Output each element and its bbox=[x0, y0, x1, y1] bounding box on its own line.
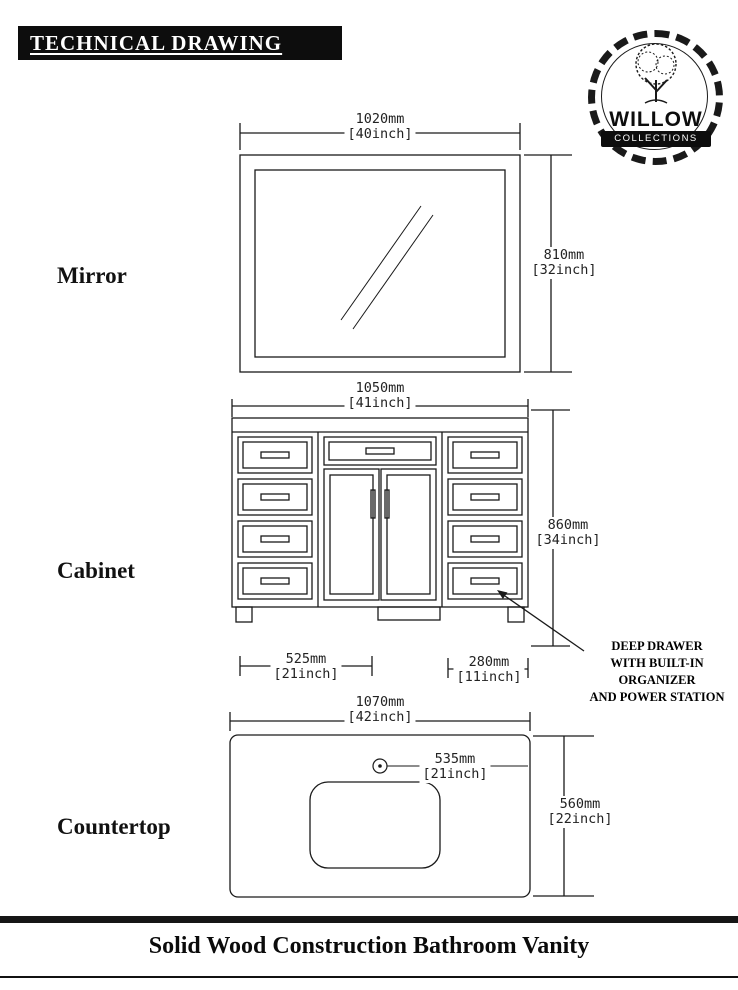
page-title-bar: TECHNICAL DRAWING bbox=[18, 26, 342, 60]
countertop-width-dimension: 1070mm [42inch] bbox=[344, 694, 416, 726]
cabinet-right-width-dimension: 280mm [11inch] bbox=[453, 654, 525, 686]
dimension-inch: [11inch] bbox=[456, 669, 522, 685]
dimension-mm: 1050mm bbox=[355, 380, 405, 396]
rope-ring-icon bbox=[588, 30, 723, 165]
dimension-inch: [22inch] bbox=[547, 811, 613, 827]
cabinet-width-dimension: 1050mm [41inch] bbox=[344, 380, 416, 412]
callout-line: DEEP DRAWER bbox=[611, 639, 703, 653]
cabinet-section-label: Cabinet bbox=[57, 558, 135, 583]
page-title: TECHNICAL DRAWING bbox=[30, 30, 283, 55]
footer-divider-thick bbox=[0, 916, 738, 923]
sink-cutout bbox=[309, 781, 441, 869]
dimension-mm: 535mm bbox=[434, 751, 476, 767]
mirror-height-dimension: 810mm [32inch] bbox=[528, 247, 600, 279]
callout-line: ORGANIZER bbox=[618, 673, 696, 687]
dimension-inch: [41inch] bbox=[347, 395, 413, 411]
dimension-inch: [32inch] bbox=[531, 262, 597, 278]
dimension-mm: 860mm bbox=[547, 517, 589, 533]
dimension-mm: 560mm bbox=[559, 796, 601, 812]
callout-line: AND POWER STATION bbox=[589, 690, 725, 704]
dimension-inch: [34inch] bbox=[535, 532, 601, 548]
logo-brand-text: WILLOW bbox=[609, 108, 703, 131]
mirror-section-label: Mirror bbox=[57, 263, 127, 288]
countertop-drawing bbox=[229, 712, 594, 898]
countertop-section-label: Countertop bbox=[57, 814, 171, 839]
footer-title: Solid Wood Construction Bathroom Vanity bbox=[148, 933, 590, 959]
dimension-mm: 1020mm bbox=[355, 111, 405, 127]
cabinet-height-dimension: 860mm [34inch] bbox=[532, 517, 604, 549]
mirror-width-dimension: 1020mm [40inch] bbox=[344, 111, 416, 143]
dimension-inch: [40inch] bbox=[347, 126, 413, 142]
deep-drawer-callout: DEEP DRAWER WITH BUILT-IN ORGANIZER AND … bbox=[582, 638, 732, 706]
logo-sub-text: COLLECTIONS bbox=[601, 131, 711, 147]
countertop-depth-dimension: 560mm [22inch] bbox=[544, 796, 616, 828]
dimension-inch: [42inch] bbox=[347, 709, 413, 725]
cabinet-drawing bbox=[231, 399, 585, 678]
mirror-drawing bbox=[239, 123, 572, 373]
footer-divider-thin bbox=[0, 976, 738, 978]
callout-line: WITH BUILT-IN bbox=[610, 656, 704, 670]
faucet-offset-dimension: 535mm [21inch] bbox=[419, 751, 491, 783]
dimension-inch: [21inch] bbox=[422, 766, 488, 782]
dimension-mm: 280mm bbox=[468, 654, 510, 670]
tree-icon bbox=[635, 43, 677, 104]
dimension-mm: 1070mm bbox=[355, 694, 405, 710]
dimension-inch: [21inch] bbox=[273, 666, 339, 682]
brand-logo: WILLOW COLLECTIONS bbox=[586, 28, 726, 174]
cabinet-left-width-dimension: 525mm [21inch] bbox=[270, 651, 342, 683]
dimension-mm: 525mm bbox=[285, 651, 327, 667]
dimension-mm: 810mm bbox=[543, 247, 585, 263]
